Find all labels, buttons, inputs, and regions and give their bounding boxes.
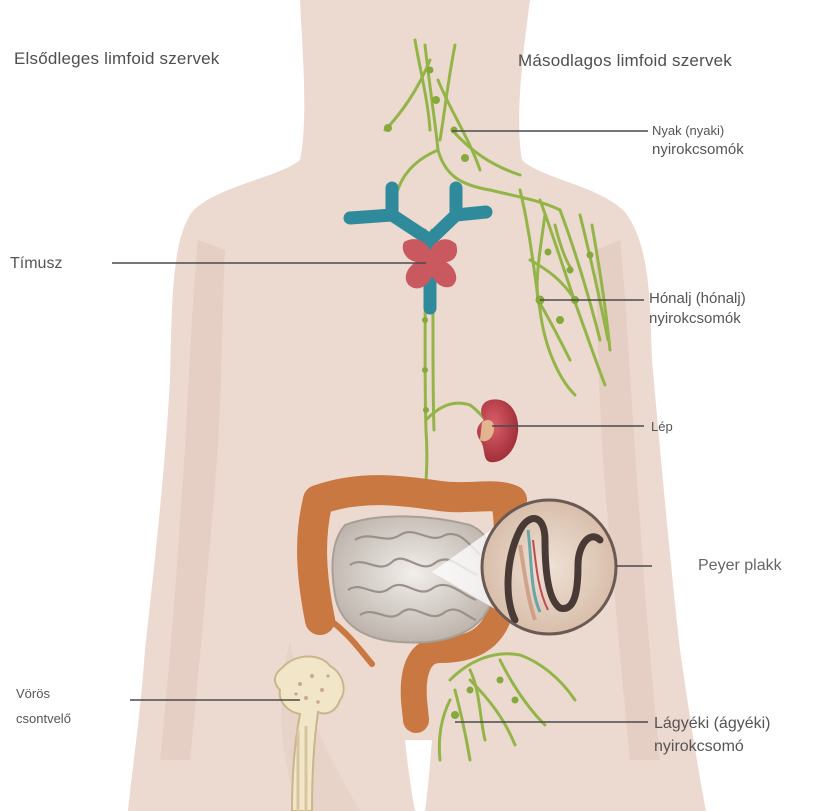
groin-label-line1: Lágyéki (ágyéki) [654,712,771,735]
neck-label-line2: nyirokcsomók [652,140,744,160]
marrow-label-line2: csontvelő [16,707,71,732]
groin-label-line2: nyirokcsomó [654,735,771,758]
armpit-label-line2: nyirokcsomók [649,309,746,329]
neck-label-line1: Nyak (nyaki) [652,122,744,140]
red-bone-marrow-label: Vörös csontvelő [16,682,71,731]
marrow-label-line1: Vörös [16,682,71,707]
thymus-label: Tímusz [10,253,62,275]
neck-lymph-nodes-label: Nyak (nyaki) nyirokcsomók [652,122,744,160]
groin-lymph-node-label: Lágyéki (ágyéki) nyirokcsomó [654,712,771,758]
peyer-patch-label: Peyer plakk [698,555,782,577]
primary-lymphoid-organs-heading: Elsődleges limfoid szervek [14,48,220,71]
armpit-label-line1: Hónalj (hónalj) [649,289,746,309]
armpit-lymph-nodes-label: Hónalj (hónalj) nyirokcsomók [649,289,746,330]
secondary-lymphoid-organs-heading: Másodlagos limfoid szervek [518,50,732,73]
spleen-label: Lép [651,418,673,436]
